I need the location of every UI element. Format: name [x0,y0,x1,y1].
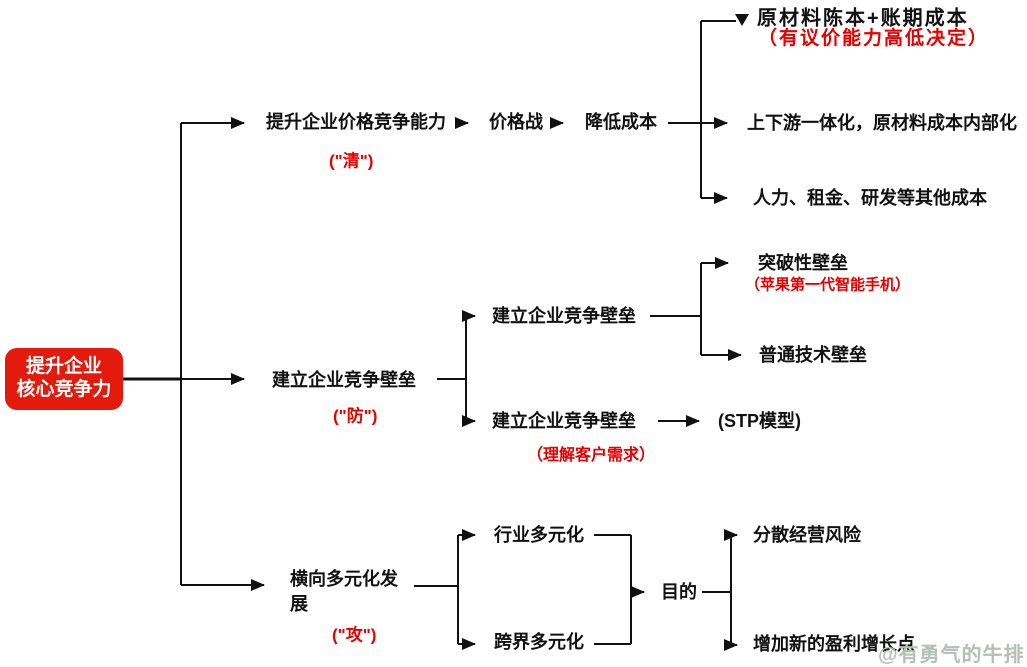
annotation-fang: ("防") [333,406,378,426]
node-horizontal-diversification: 横向多元化发展 [290,569,398,614]
annotation-bargaining-power: （有议价能力高低决定） [758,28,990,50]
node-new-profit-growth: 增加新的盈利增长点 [753,633,915,654]
annotation-gong: ("攻") [332,625,377,645]
node-raw-material-cost: 原材料陈本+账期成本 [757,7,969,30]
node-vertical-integration: 上下游一体化，原材料成本内部化 [747,112,1017,133]
node-build-barriers: 建立企业竞争壁垒 [272,369,416,390]
watermark: @有勇气的牛排 [878,644,1025,666]
root-node: 提升企业 核心竞争力 [5,348,123,410]
node-purpose: 目的 [661,581,697,602]
node-risk-diversification: 分散经营风险 [753,524,861,545]
annotation-qing: ("清") [329,151,374,171]
arrow-raw-material [735,14,749,26]
node-crossover-diversification: 跨界多元化 [494,631,584,652]
node-ordinary-tech-barrier: 普通技术壁垒 [759,344,867,365]
node-breakthrough-barrier: 突破性壁垒 [758,252,848,273]
annotation-customer-needs: （理解客户需求） [527,447,656,464]
node-build-barriers-bottom: 建立企业竞争壁垒 [492,410,636,431]
node-price-war: 价格战 [489,111,543,132]
root-label-line2: 核心竞争力 [16,379,112,400]
root-label-line1: 提升企业 [25,356,102,378]
node-cost-reduction: 降低成本 [585,111,657,132]
node-build-barriers-top: 建立企业竞争壁垒 [492,305,636,326]
annotation-apple-iphone: （苹果第一代智能手机） [745,276,911,294]
node-price-competitiveness: 提升企业价格竞争能力 [266,111,446,132]
node-industry-diversification: 行业多元化 [494,524,584,545]
node-stp-model: (STP模型) [718,410,801,431]
node-other-costs: 人力、租金、研发等其他成本 [753,187,987,208]
